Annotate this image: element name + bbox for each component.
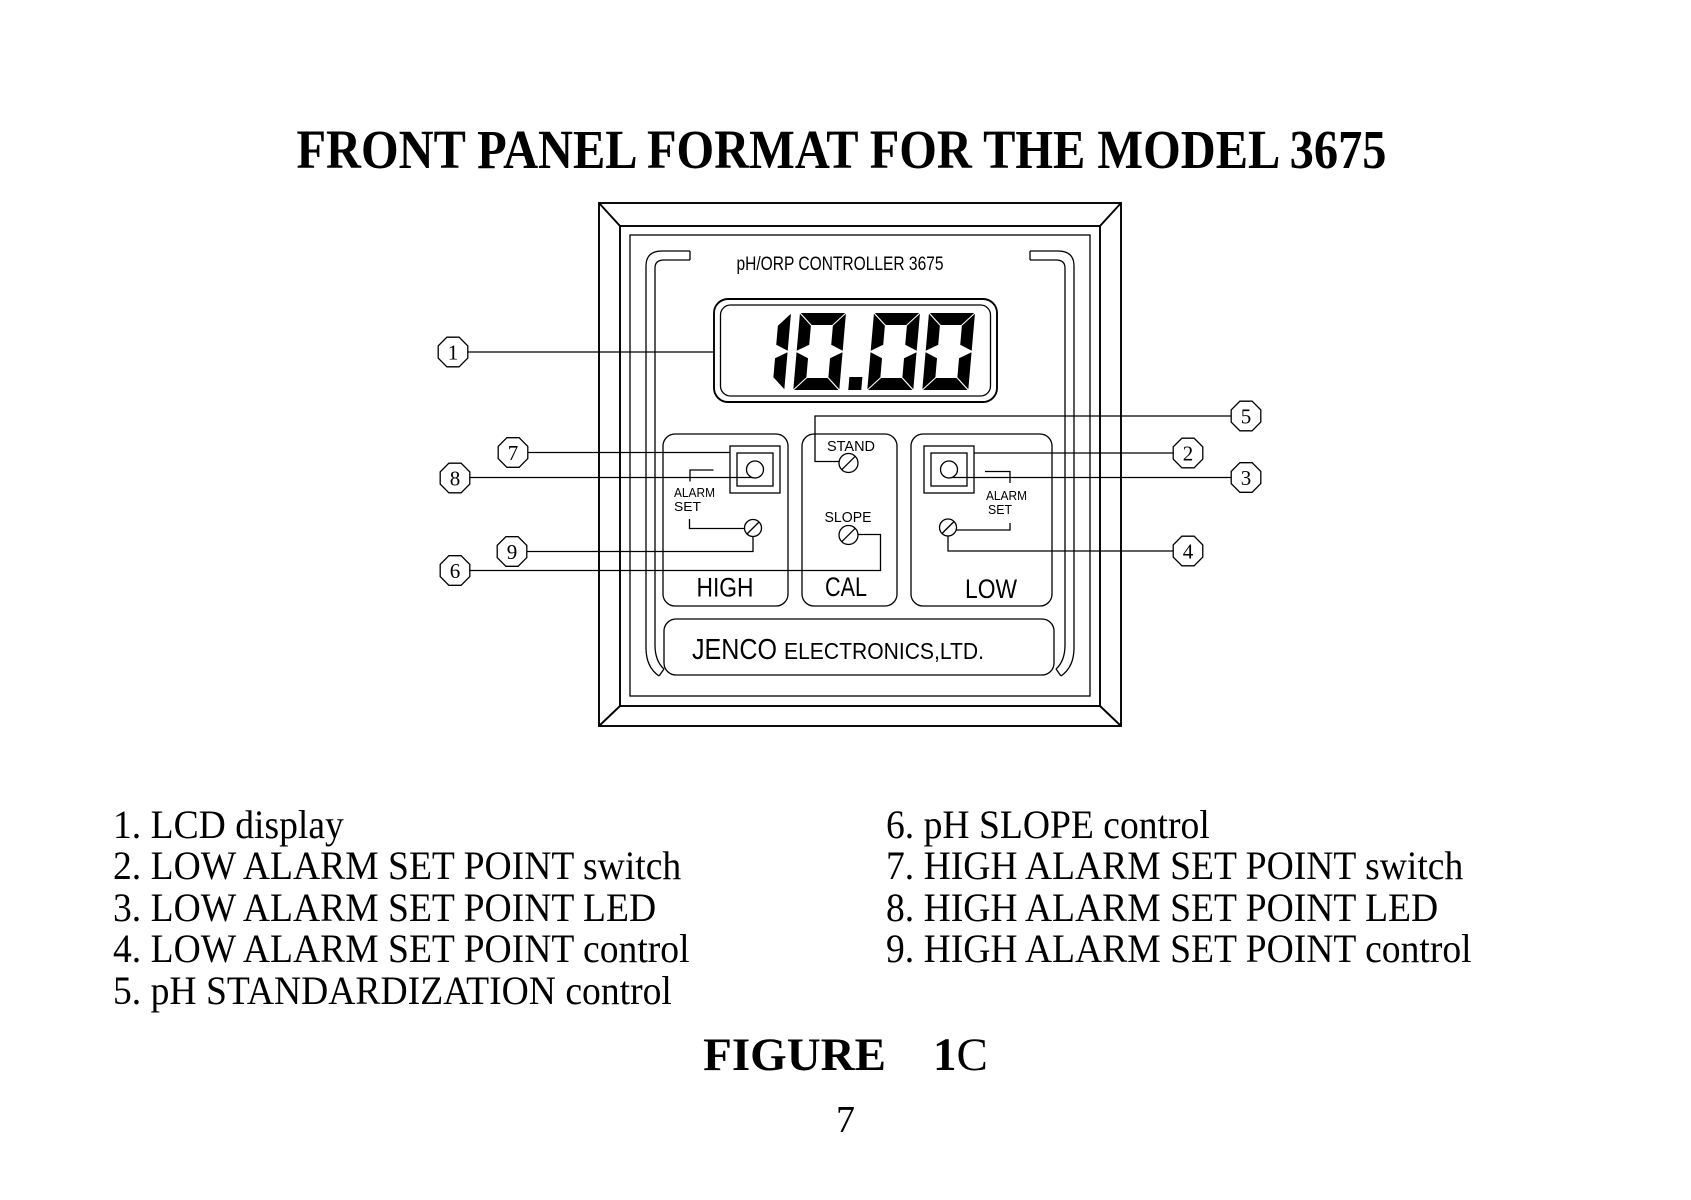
panel-front-face: [619, 225, 1101, 707]
bevel-bottom-right: [1099, 705, 1122, 727]
svg-text:5: 5: [1241, 405, 1252, 429]
callout-6: 6: [439, 555, 471, 586]
callout-9: 9: [496, 536, 528, 567]
page-title: FRONT PANEL FORMAT FOR THE MODEL 3675: [296, 119, 1387, 180]
high-alarm-led: [745, 460, 765, 479]
bezel-bracket-left: [645, 250, 691, 677]
callout-5: 5: [1230, 400, 1262, 432]
callout-3: 3: [1230, 462, 1262, 493]
cal-section-label: CAL: [825, 572, 867, 602]
bevel-top-right: [1099, 202, 1122, 227]
svg-text:1: 1: [448, 341, 459, 365]
bevel-top-left: [598, 202, 621, 227]
callout-7: 7: [497, 437, 529, 468]
panel-header-label: pH/ORP CONTROLLER 3675: [737, 254, 944, 275]
lcd-inner-bezel: [719, 304, 992, 397]
callout-4: 4: [1172, 535, 1204, 567]
svg-text:6: 6: [450, 559, 461, 583]
legend-item: 4. LOW ALARM SET POINT control: [113, 926, 690, 972]
low-set-label: SET: [988, 503, 1012, 517]
low-alarm-label: ALARM: [986, 489, 1027, 503]
svg-text:7: 7: [508, 441, 519, 465]
legend-item: 3. LOW ALARM SET POINT LED: [113, 884, 657, 930]
legend-item: 7. HIGH ALARM SET POINT switch: [886, 843, 1464, 889]
low-control-pointer: [956, 523, 1011, 531]
high-switch-pointer: [689, 469, 714, 482]
callout-1: 1: [437, 336, 469, 368]
panel-outer-box: [598, 202, 1122, 727]
page-number: 7: [836, 1099, 855, 1141]
front-panel-diagram: pH/ORP CONTROLLER 3675 ALARM S: [437, 202, 1262, 727]
cal-section-box: [801, 433, 898, 607]
low-section-label: LOW: [965, 574, 1017, 604]
legend-left-column: 1. LCD display 2. LOW ALARM SET POINT sw…: [113, 804, 690, 1011]
svg-text:9: 9: [507, 540, 518, 564]
low-alarm-control[interactable]: [938, 518, 958, 537]
lcd-display: [773, 313, 975, 390]
bezel-bracket-right: [1029, 250, 1075, 677]
callouts: 1 7 8 9 6 5 2 3 4: [437, 336, 1262, 586]
high-alarm-switch[interactable]: [729, 445, 781, 494]
legend-right-column: 6. pH SLOPE control 7. HIGH ALARM SET PO…: [886, 804, 1472, 970]
svg-text:4: 4: [1183, 540, 1194, 564]
legend-item: 8. HIGH ALARM SET POINT LED: [886, 884, 1439, 930]
legend-item: 1. LCD display: [113, 802, 344, 847]
high-section-label: HIGH: [697, 573, 754, 603]
high-control-pointer: [688, 519, 745, 530]
callout-leader-lines: [467, 351, 1232, 572]
callout-2: 2: [1172, 437, 1204, 469]
high-section-box: [662, 433, 789, 607]
high-alarm-control[interactable]: [743, 518, 763, 538]
high-set-label: SET: [674, 500, 701, 514]
legend-item: 6. pH SLOPE control: [886, 802, 1210, 847]
low-alarm-led: [939, 460, 959, 479]
slope-label: SLOPE: [825, 509, 872, 526]
svg-text:2: 2: [1183, 442, 1194, 466]
stand-control[interactable]: [838, 452, 859, 474]
legend-item: 9. HIGH ALARM SET POINT control: [886, 926, 1472, 972]
svg-text:3: 3: [1241, 466, 1252, 490]
legend-item: 5. pH STANDARDIZATION control: [113, 967, 672, 1013]
stand-label: STAND: [827, 438, 875, 455]
svg-text:8: 8: [450, 467, 461, 491]
lcd-outer-bezel: [713, 298, 998, 403]
callout-8: 8: [439, 462, 471, 494]
high-alarm-label: ALARM: [674, 486, 715, 500]
low-alarm-switch[interactable]: [923, 445, 975, 494]
slope-control[interactable]: [838, 524, 859, 546]
legend-item: 2. LOW ALARM SET POINT switch: [113, 843, 682, 889]
bevel-bottom-left: [598, 705, 621, 727]
panel-inner-frame: [629, 234, 1091, 697]
low-switch-pointer: [985, 470, 1011, 483]
low-section-box: [910, 433, 1053, 607]
brand-box: [663, 618, 1055, 676]
